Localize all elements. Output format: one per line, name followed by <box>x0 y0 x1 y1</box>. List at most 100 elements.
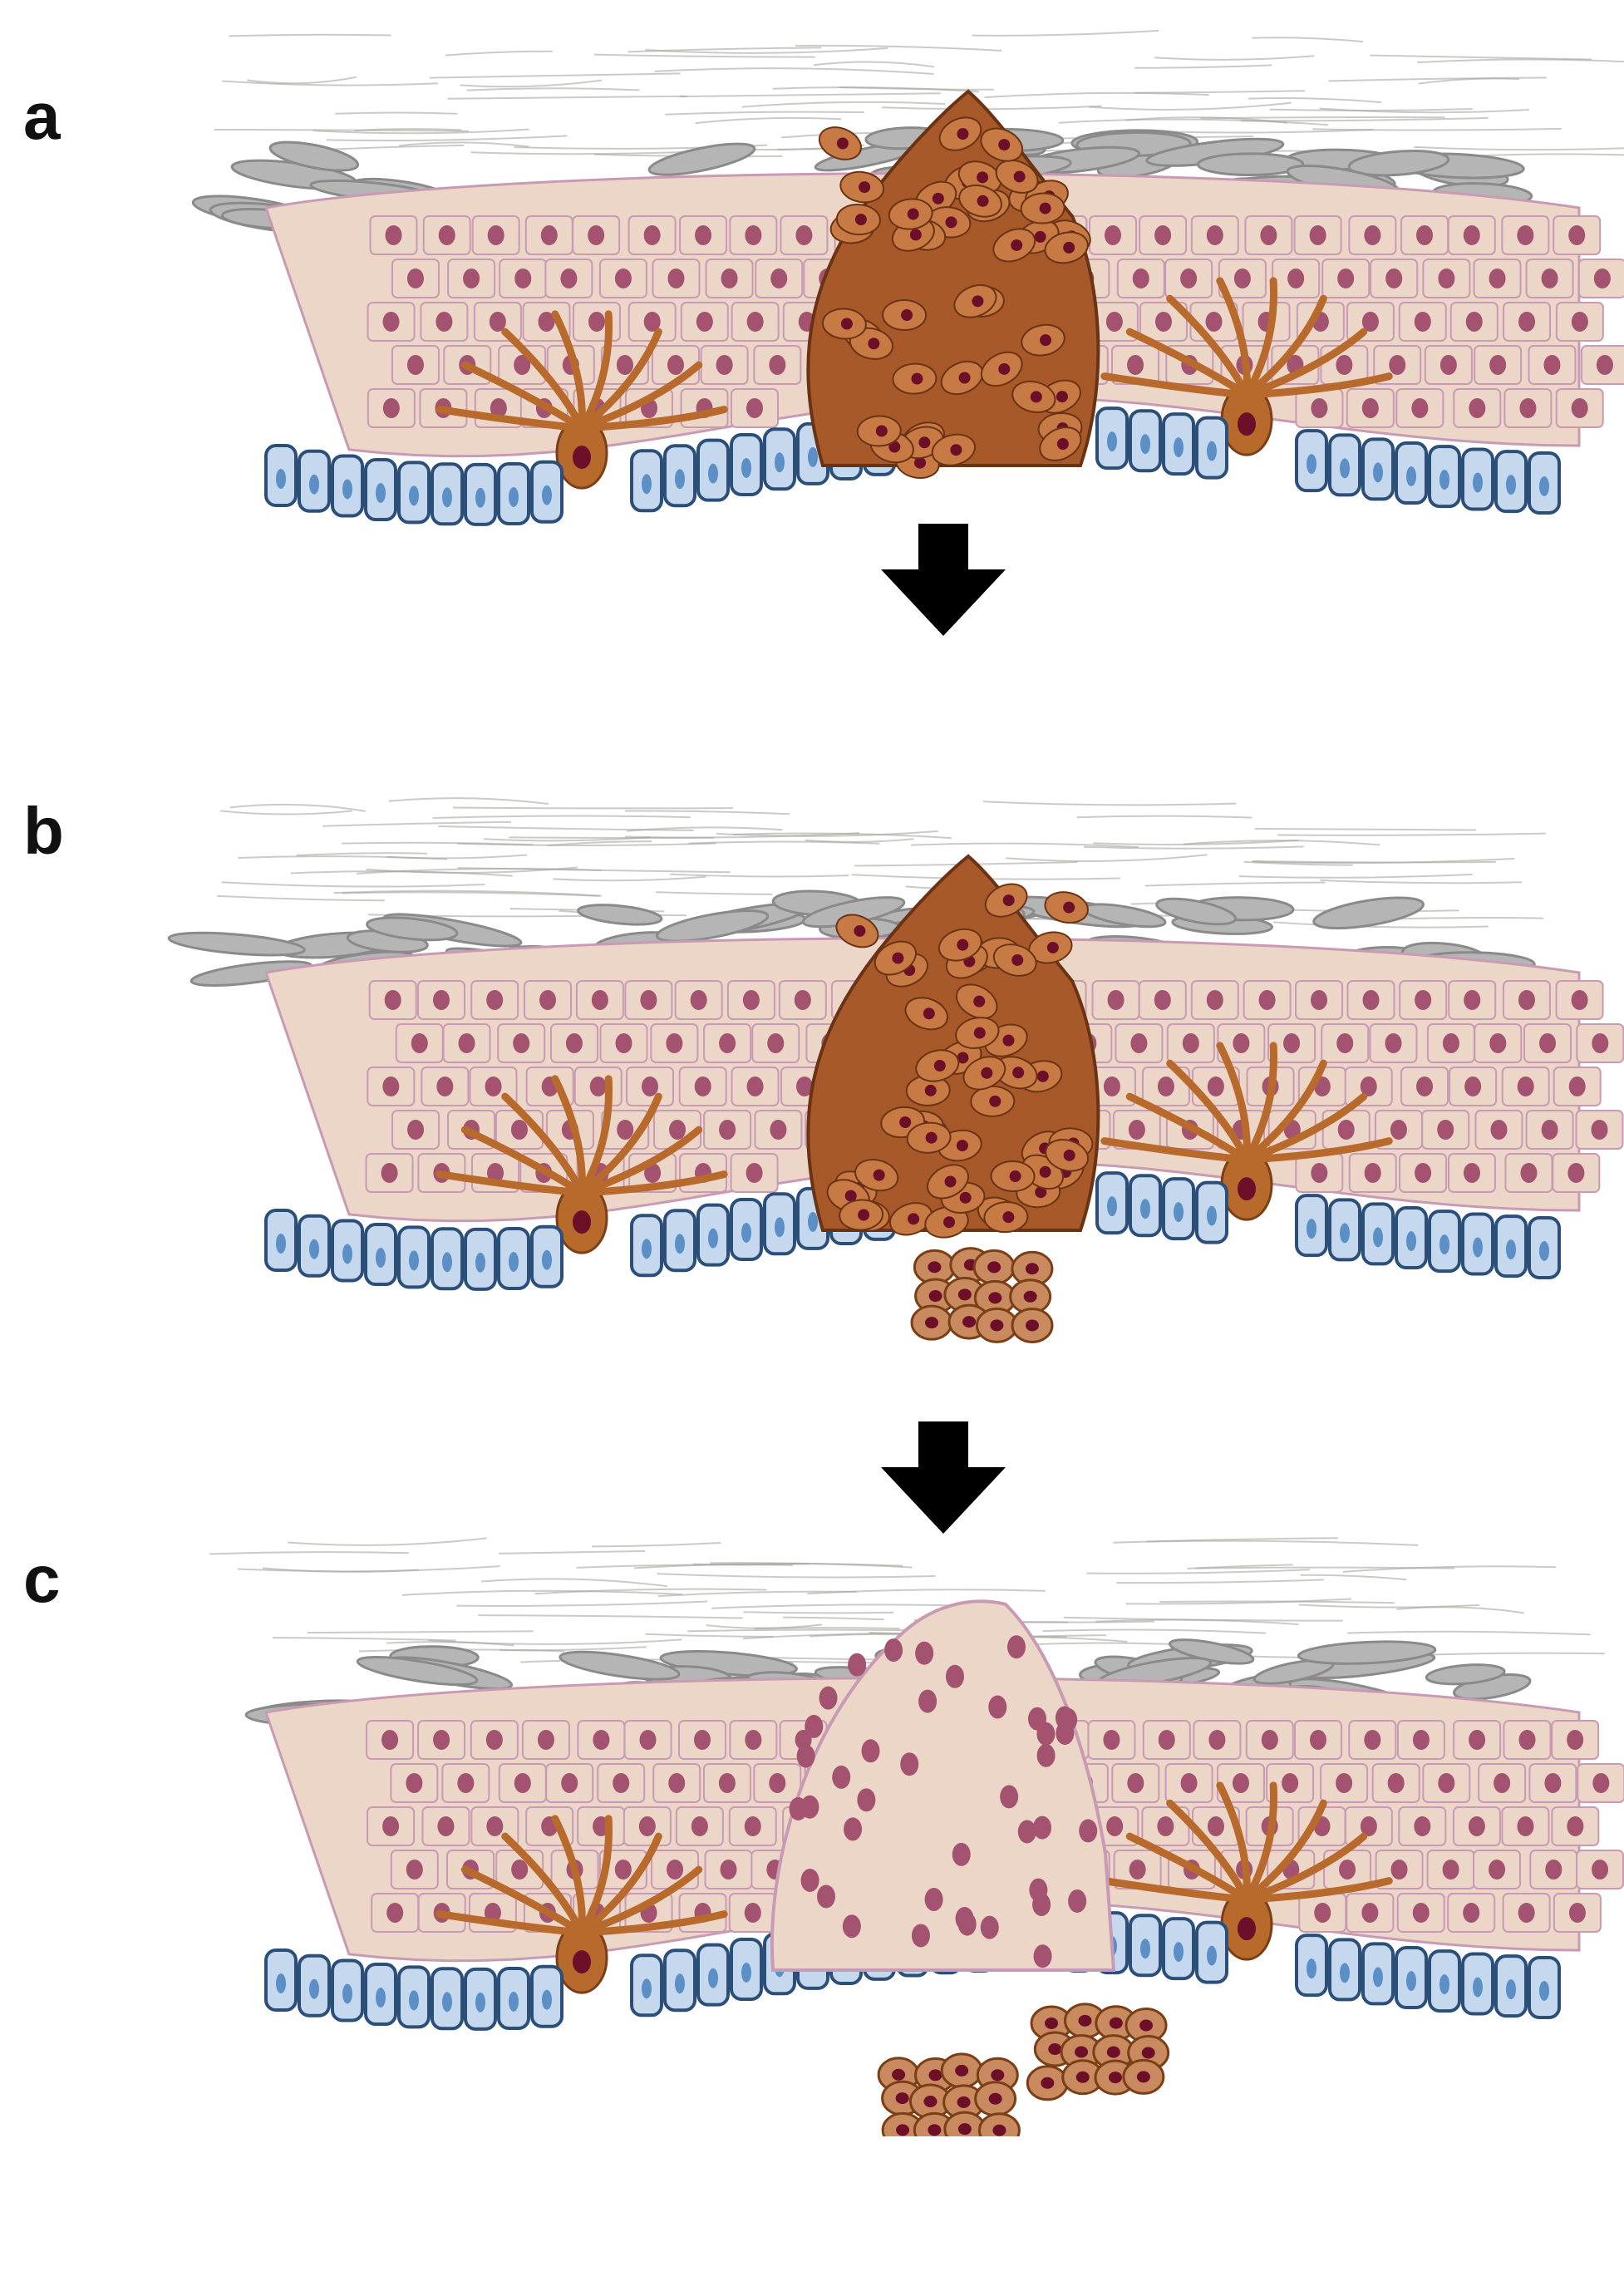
keratinocyte <box>1293 1720 1342 1760</box>
keratinocyte <box>1577 259 1624 298</box>
basal-cell <box>497 1966 530 2030</box>
keratinocyte <box>497 1023 546 1063</box>
keratinocyte <box>1295 1153 1344 1193</box>
keratinocyte <box>1580 345 1624 385</box>
basal-cell <box>663 1949 696 2013</box>
pale-nodule <box>770 1599 1116 1972</box>
basal-cell <box>530 1224 563 1288</box>
keratinocyte <box>704 1850 753 1889</box>
keratinocyte <box>702 1763 751 1803</box>
keratinocyte <box>441 1763 490 1803</box>
basal-cell <box>1395 1946 1428 2010</box>
keratinocyte <box>447 259 496 298</box>
basal-cell <box>364 1223 397 1287</box>
keratinocyte <box>369 215 418 255</box>
keratinocyte <box>1087 1067 1136 1106</box>
melanocyte-right <box>1100 1042 1393 1221</box>
basal-cell <box>1328 1198 1361 1262</box>
keratinocyte <box>1453 388 1502 428</box>
basal-cell <box>696 438 730 502</box>
keratinocyte <box>1474 1023 1523 1063</box>
keratinocyte <box>1141 1806 1190 1846</box>
keratinocyte <box>1422 259 1471 298</box>
dermal-cluster <box>910 1247 1054 1343</box>
keratinocyte <box>1346 1893 1395 1933</box>
basal-cell <box>1461 447 1494 511</box>
basal-cell <box>1195 1180 1228 1244</box>
basal-cell <box>364 1963 397 2027</box>
keratinocyte <box>1293 215 1342 255</box>
keratinocyte <box>755 259 804 298</box>
basal-cell <box>1129 409 1162 473</box>
basal-cell <box>1428 1210 1461 1274</box>
keratinocyte <box>1370 259 1419 298</box>
keratinocyte <box>1190 215 1239 255</box>
basal-cell <box>298 449 331 513</box>
keratinocyte <box>1398 302 1447 342</box>
basal-cell <box>1528 1215 1561 1279</box>
keratinocyte <box>598 259 647 298</box>
keratinocyte <box>473 302 522 342</box>
keratinocyte <box>499 259 548 298</box>
keratinocyte <box>1576 1023 1624 1063</box>
basal-cell <box>730 432 763 496</box>
keratinocyte <box>577 1806 626 1846</box>
keratinocyte <box>391 1110 440 1150</box>
keratinocyte <box>780 215 829 255</box>
keratinocyte <box>524 215 573 255</box>
keratinocyte <box>678 1720 727 1760</box>
keratinocyte <box>1576 1850 1624 1889</box>
basal-cell <box>298 1953 331 2017</box>
keratinocyte <box>1551 1806 1600 1846</box>
keratinocyte <box>1087 1720 1136 1760</box>
keratinocyte <box>729 215 778 255</box>
keratinocyte <box>1243 980 1292 1020</box>
keratinocyte <box>1424 345 1473 385</box>
down-arrow-icon <box>881 1421 1006 1534</box>
keratinocyte <box>679 215 728 255</box>
basal-cell <box>497 1226 530 1290</box>
basal-cell <box>1129 1914 1162 1978</box>
basal-cell <box>630 449 663 513</box>
basal-cell <box>763 1192 796 1256</box>
keratinocyte <box>442 1023 491 1063</box>
basal-cell <box>431 462 464 526</box>
basal-layer <box>264 406 1561 526</box>
basal-cell <box>763 427 796 491</box>
basal-cell <box>1395 1206 1428 1270</box>
keratinocyte <box>416 980 465 1020</box>
keratinocyte <box>1501 215 1550 255</box>
keratinocyte <box>703 1110 752 1150</box>
basal-cell <box>730 1937 763 2001</box>
keratinocyte <box>1553 1893 1602 1933</box>
keratinocyte <box>1447 1893 1496 1933</box>
basal-cell <box>530 1964 563 2028</box>
keratinocyte <box>651 1850 700 1889</box>
keratinocyte <box>650 1023 699 1063</box>
keratinocyte <box>1577 1763 1624 1803</box>
keratinocyte <box>420 302 469 342</box>
keratinocyte <box>652 1763 701 1803</box>
basal-cell <box>1295 1194 1328 1258</box>
keratinocyte <box>1272 259 1321 298</box>
keratinocyte <box>1088 215 1137 255</box>
keratinocyte <box>1371 1763 1420 1803</box>
keratinocyte <box>1111 1763 1160 1803</box>
keratinocyte <box>1453 1720 1502 1760</box>
keratinocyte <box>1447 215 1496 255</box>
keratinocyte <box>1551 1720 1600 1760</box>
keratinocyte <box>1395 388 1444 428</box>
keratinocyte <box>1399 980 1448 1020</box>
keratinocyte <box>577 1720 626 1760</box>
keratinocyte <box>1164 259 1213 298</box>
keratinocyte <box>729 1720 778 1760</box>
keratinocyte <box>367 388 416 428</box>
basal-cell <box>1095 1171 1129 1235</box>
keratinocyte <box>573 1067 623 1106</box>
keratinocyte <box>1139 302 1188 342</box>
keratinocyte <box>751 1023 800 1063</box>
keratinocyte <box>1369 1023 1418 1063</box>
keratinocyte <box>1396 1893 1445 1933</box>
keratinocyte <box>1111 345 1160 385</box>
keratinocyte <box>1267 1023 1316 1063</box>
